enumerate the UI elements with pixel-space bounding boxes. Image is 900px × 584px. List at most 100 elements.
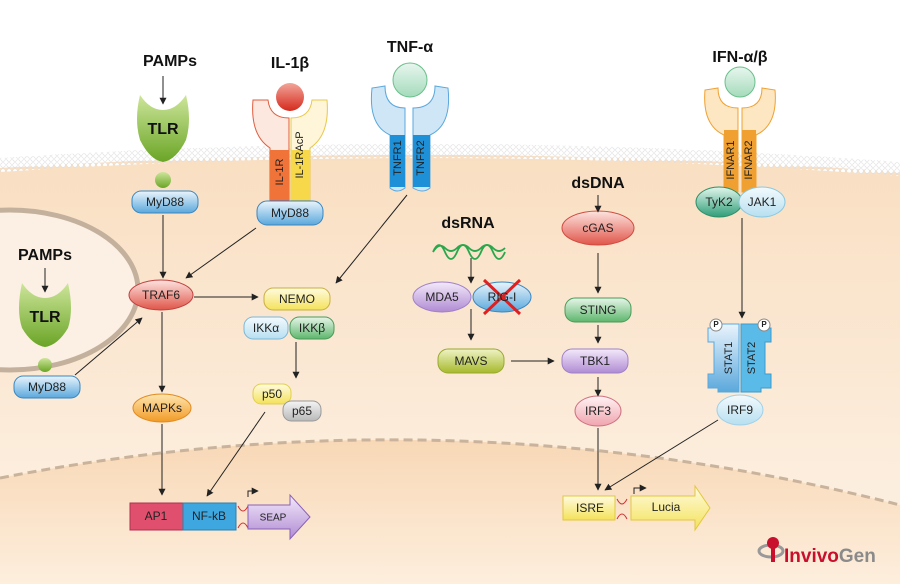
p65-node: p65: [282, 400, 322, 422]
stat2-label: STAT2: [746, 342, 758, 375]
p50-label: p50: [262, 387, 282, 401]
phospho-badge: [709, 318, 723, 332]
nucleus: [0, 439, 900, 584]
tlr-receptor: [137, 95, 189, 162]
isre-label: ISRE: [576, 501, 604, 515]
arrows: [74, 194, 746, 497]
ikkb-shape: [289, 316, 335, 340]
il1b-label: IL-1β: [271, 55, 309, 72]
nuclear-envelope: [0, 438, 900, 507]
tbk1-label: TBK1: [580, 354, 610, 368]
irf9-label: IRF9: [727, 403, 753, 417]
il1racp-label: IL-1RAcP: [294, 131, 306, 178]
nemo-label: NEMO: [279, 292, 315, 306]
tbk1-node: TBK1: [561, 348, 629, 374]
il1r-label: IL-1R: [274, 158, 286, 185]
ikka-shape: [243, 316, 289, 340]
tnfa-label: TNF-α: [387, 39, 433, 56]
dsdna-label: dsDNA: [571, 175, 625, 192]
myd88-endosome-node: MyD88: [13, 375, 81, 399]
irf3-label: IRF3: [585, 404, 611, 418]
ap1-element: [129, 502, 184, 531]
jak1-shape: [738, 186, 786, 218]
mapks-node: MAPKs: [132, 393, 192, 423]
mda5-label: MDA5: [425, 290, 459, 304]
ikka-node: IKKα: [243, 316, 289, 340]
phospho-label: P: [761, 320, 767, 329]
myd88-tlr-shape: [131, 190, 199, 214]
sting-shape: [564, 297, 632, 323]
traf6-node: TRAF6: [128, 279, 194, 311]
linker-icon: [616, 498, 628, 520]
mapks-shape: [132, 393, 192, 423]
knockout-x-icon: [482, 278, 522, 316]
phospho-badge: [757, 318, 771, 332]
cgas-label: cGAS: [582, 221, 613, 235]
ifnar1-transmembrane: [724, 130, 738, 192]
p65-label: p65: [292, 404, 312, 418]
rigi-label: RIG-I: [488, 290, 517, 304]
ikkb-node: IKKβ: [289, 316, 335, 340]
tlr-tir-domain: [155, 172, 171, 188]
ikkb-label: IKKβ: [299, 321, 325, 335]
cgas-node: cGAS: [561, 210, 635, 246]
ifnar1-label: IFNAR1: [725, 140, 737, 179]
traf6-label: TRAF6: [142, 288, 180, 302]
ifnar2-label: IFNAR2: [743, 140, 755, 179]
stat1-label: STAT1: [723, 342, 735, 375]
plasma-membrane: [0, 143, 900, 176]
ikka-label: IKKα: [253, 321, 279, 335]
tnfr2-label: TNFR2: [415, 140, 427, 175]
irf3-node: IRF3: [574, 395, 622, 427]
tnfr1-transmembrane: [390, 135, 405, 187]
nfkb-label: NF-kB: [192, 509, 226, 523]
tnfa-ligand: [392, 62, 428, 98]
seap-gene: [247, 493, 311, 541]
tyk2-label: TyK2: [705, 195, 733, 209]
irf9-shape: [716, 394, 764, 426]
tbk1-shape: [561, 348, 629, 374]
transcription-start-icon: [247, 487, 259, 497]
endosome-tlr-label: TLR: [29, 309, 61, 326]
p50-shape: [252, 383, 292, 405]
endosome-pamps-label: PAMPs: [18, 247, 72, 264]
nemo-shape: [263, 287, 331, 311]
il1r-transmembrane: [270, 150, 289, 200]
tlr-label: TLR: [147, 121, 179, 138]
endosome-tlr-tir-domain: [38, 358, 52, 372]
mavs-label: MAVS: [454, 354, 487, 368]
tyk2-node: TyK2: [695, 186, 743, 218]
il1b-ligand: [276, 83, 304, 111]
myd88-tlr-node: MyD88: [131, 190, 199, 214]
ifn-ligand: [724, 66, 756, 98]
myd88-il1-shape: [256, 200, 324, 226]
endosome-tlr-receptor: [19, 283, 71, 347]
rigi-node: RIG-I: [472, 278, 532, 316]
mapks-label: MAPKs: [142, 401, 182, 415]
dsrna-label: dsRNA: [441, 215, 495, 232]
p50-node: p50: [252, 383, 292, 405]
transcription-start-icon: [633, 484, 647, 494]
mavs-shape: [437, 348, 505, 374]
tnfr2-transmembrane: [413, 135, 430, 187]
p65-shape: [282, 400, 322, 422]
sting-node: STING: [564, 297, 632, 323]
myd88-endosome-shape: [13, 375, 81, 399]
myd88-endosome-label: MyD88: [28, 380, 66, 394]
mavs-node: MAVS: [437, 348, 505, 374]
myd88-tlr-label: MyD88: [146, 195, 184, 209]
traf6-shape: [128, 279, 194, 311]
lucia-gene: [630, 484, 711, 532]
myd88-il1-label: MyD88: [271, 206, 309, 220]
pamps-label: PAMPs: [143, 53, 197, 70]
lucia-label: Lucia: [652, 500, 681, 514]
isre-element: [562, 495, 616, 521]
ap1-label: AP1: [145, 509, 168, 523]
mda5-node: MDA5: [412, 281, 472, 313]
tnfr1-label: TNFR1: [392, 140, 404, 175]
jak1-label: JAK1: [748, 195, 777, 209]
invivogen-logo: InvivoGen: [757, 537, 876, 567]
logo-text: InvivoGen: [784, 546, 876, 567]
